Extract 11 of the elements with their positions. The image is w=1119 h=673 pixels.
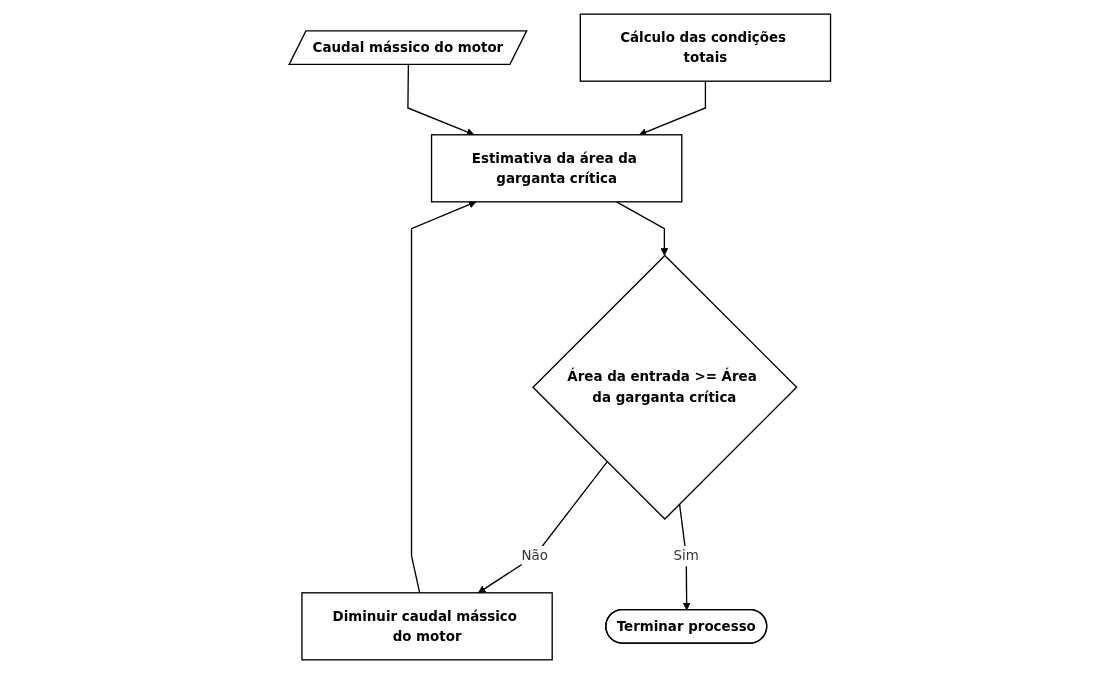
arrow [406,63,475,136]
edge-label: Não [521,547,548,564]
arrow [638,80,706,136]
arrow [477,460,608,593]
edge-label: Sim [673,547,699,564]
node-box: Diminuir caudal mássico do motor [300,591,553,660]
node-diamond: Área da entrada >= Área da garganta crítica [531,254,798,520]
arrow [410,200,477,593]
node-box: Estimativa da área da garganta crítica [430,133,683,202]
arrow [615,200,668,256]
node-box: Cálculo das condições totais [579,13,831,82]
